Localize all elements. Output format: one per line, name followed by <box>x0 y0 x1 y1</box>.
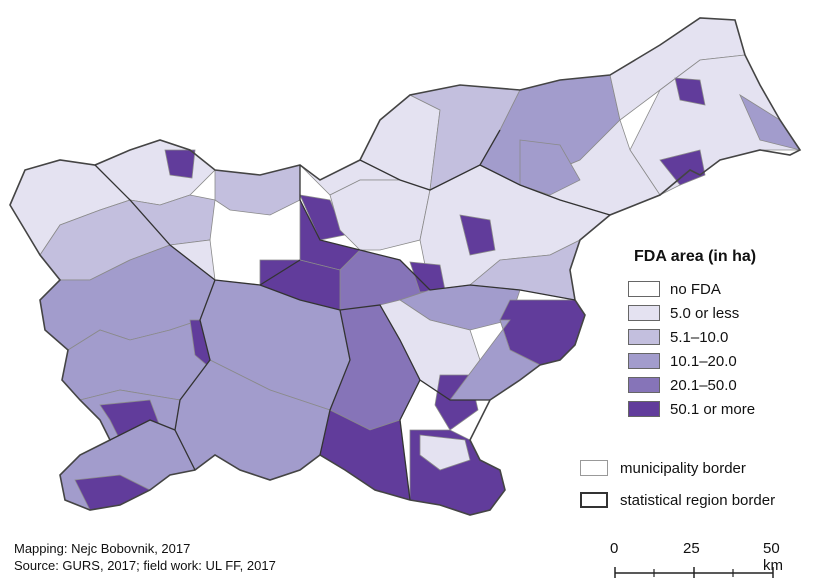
legend-label: 50.1 or more <box>670 400 756 418</box>
municipality-border-swatch <box>580 460 608 476</box>
legend-title: FDA area (in ha) <box>634 248 757 265</box>
region-border-legend: statistical region border <box>580 488 775 512</box>
legend: FDA area (in ha) no FDA 5.0 or less 5.1–10… <box>628 248 817 422</box>
scale-label-25: 25 <box>683 540 700 557</box>
municipality-zone <box>329 179 431 251</box>
legend-label: 20.1–50.0 <box>670 376 737 394</box>
legend-label: 5.1–10.0 <box>670 328 729 346</box>
credits-mapping: Mapping: Nejc Bobovnik, 2017 <box>14 541 191 556</box>
legend-item: 5.0 or less <box>628 302 817 324</box>
region-border-label: statistical region border <box>620 491 776 509</box>
legend-item: 50.1 or more <box>628 398 817 420</box>
border-legend: municipality border statistical region b… <box>580 456 775 512</box>
region-border-swatch <box>580 492 608 508</box>
scale-label-0: 0 <box>610 540 619 557</box>
legend-swatch <box>628 305 660 321</box>
legend-item: 20.1–50.0 <box>628 374 817 396</box>
municipality-zone <box>519 139 581 196</box>
legend-swatch <box>628 401 660 417</box>
municipality-zone <box>419 434 471 471</box>
country-outline <box>9 17 802 516</box>
legend-item: 5.1–10.0 <box>628 326 817 348</box>
legend-label: no FDA <box>670 280 721 298</box>
scale-bar: 0 25 50 km <box>600 540 800 578</box>
legend-swatch <box>628 329 660 345</box>
legend-swatch <box>628 353 660 369</box>
legend-swatch <box>628 377 660 393</box>
legend-swatch <box>628 281 660 297</box>
scale-bar-graphic <box>614 567 774 578</box>
legend-item: 10.1–20.0 <box>628 350 817 372</box>
municipality-border-label: municipality border <box>620 459 746 477</box>
legend-item: no FDA <box>628 278 817 300</box>
municipality-zone <box>459 214 496 256</box>
municipality-zone <box>659 149 706 186</box>
legend-label: 10.1–20.0 <box>670 352 737 370</box>
credits: Mapping: Nejc Bobovnik, 2017 Source: GUR… <box>14 540 276 574</box>
scale-label-50: 50 km <box>763 540 783 574</box>
municipality-zone <box>674 77 706 106</box>
legend-label: 5.0 or less <box>670 304 740 322</box>
credits-source: Source: GURS, 2017; field work: UL FF, 2… <box>14 558 276 573</box>
municipality-border-legend: municipality border <box>580 456 775 480</box>
legend-rows: no FDA 5.0 or less 5.1–10.0 10.1–20.0 20.1–5… <box>628 278 817 420</box>
municipality-zone <box>214 164 301 216</box>
municipality-zone <box>164 149 196 179</box>
